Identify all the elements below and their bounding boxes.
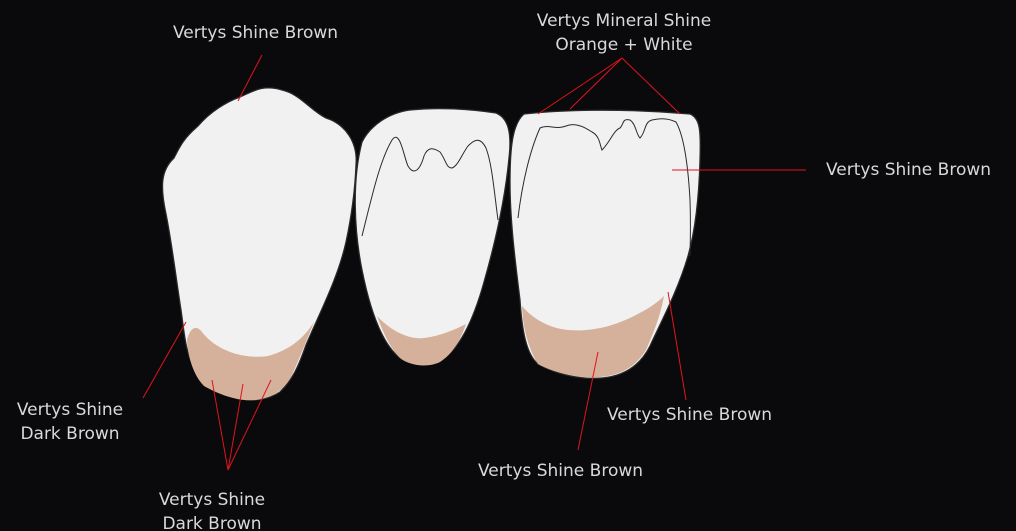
right-tooth xyxy=(510,110,700,378)
middle-tooth-body xyxy=(355,109,510,365)
label-bottom-left-line2: Dark Brown xyxy=(150,512,274,531)
label-right: Vertys Shine Brown xyxy=(826,158,991,182)
label-left-line2: Dark Brown xyxy=(8,422,132,446)
label-bottom-center: Vertys Shine Brown xyxy=(478,459,643,483)
label-left: Vertys Shine Dark Brown xyxy=(8,398,132,446)
label-left-line1: Vertys Shine xyxy=(8,398,132,422)
leader-line-top-center-b xyxy=(570,58,622,109)
leader-line-left xyxy=(143,322,186,398)
label-top-center: Vertys Mineral Shine Orange + White xyxy=(512,9,736,57)
left-tooth xyxy=(162,88,356,400)
label-top-center-line1: Vertys Mineral Shine xyxy=(512,9,736,33)
label-bottom-left-line1: Vertys Shine xyxy=(150,488,274,512)
label-top-left: Vertys Shine Brown xyxy=(173,21,338,45)
label-bottom-right: Vertys Shine Brown xyxy=(607,403,772,427)
leader-line-top-center-a xyxy=(538,58,622,114)
middle-tooth xyxy=(355,109,510,366)
label-top-center-line2: Orange + White xyxy=(512,33,736,57)
leader-line-top-center-c xyxy=(622,58,680,114)
leader-line-bottom-right xyxy=(668,292,686,400)
label-bottom-left: Vertys Shine Dark Brown xyxy=(150,488,274,531)
